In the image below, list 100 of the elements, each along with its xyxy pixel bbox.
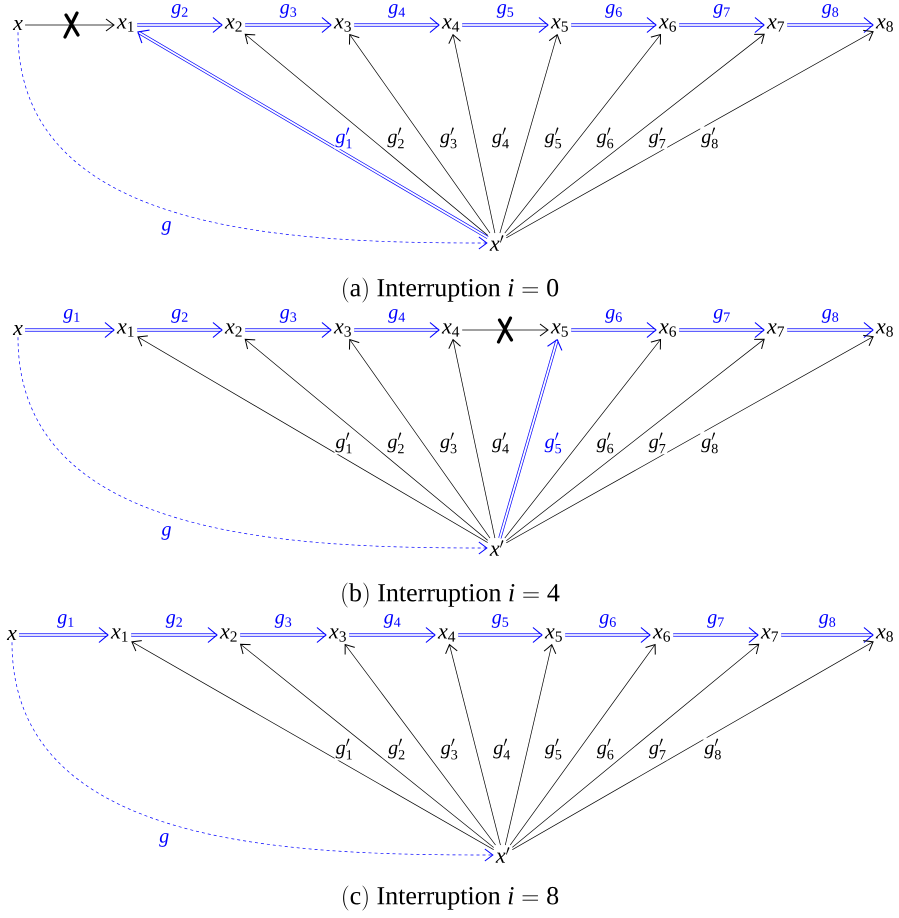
arrow <box>506 34 765 236</box>
vertex-label: $x_6$ <box>658 18 676 32</box>
caption: $(\mathrm{a})\ \mathrm{Interruption}\ i = 0$ <box>343 278 558 302</box>
vertex-label: $x_2$ <box>224 323 242 337</box>
edge-label: $g'_5$ <box>544 126 564 150</box>
edge-label: $g'_1$ <box>334 126 354 150</box>
arrow <box>448 34 496 234</box>
arrow <box>245 17 332 33</box>
edge-label: $g_1$ <box>62 308 82 324</box>
arrow <box>244 34 488 236</box>
edge-label: $g_7$ <box>712 3 732 19</box>
vertex-label: $x_6$ <box>658 323 676 337</box>
edge-label: $g'_1$ <box>334 738 354 760</box>
edge-label: $g'_4$ <box>492 738 512 760</box>
edge-label: $g'_3$ <box>439 126 459 150</box>
edge-label: $g_4$ <box>387 3 407 19</box>
arrow <box>24 18 115 32</box>
arrow <box>348 338 490 538</box>
edge-label: $g_3$ <box>278 3 298 19</box>
edge-label: $g'_8$ <box>700 126 720 150</box>
arrow <box>506 334 874 544</box>
vertex-label: $x'$ <box>496 847 510 863</box>
arrow <box>506 30 874 238</box>
edge-label: $g_7$ <box>712 308 732 324</box>
edge-label: $g_7$ <box>706 613 726 629</box>
vertex-label: $x'$ <box>490 540 504 556</box>
vertex-label: $x_4$ <box>438 628 456 642</box>
arrow <box>137 30 488 239</box>
edge-label: $g'_8$ <box>703 738 723 760</box>
vertex-label: $x_1$ <box>110 628 128 642</box>
arrow <box>679 322 765 338</box>
vertex-label: $x_2$ <box>224 18 242 32</box>
arrow <box>781 627 874 643</box>
edge-label: $g'_7$ <box>648 126 668 150</box>
arrow <box>462 324 549 336</box>
arrow <box>498 338 562 538</box>
vertex-label: $x$ <box>12 20 23 30</box>
arrow <box>504 644 556 846</box>
arrow <box>510 644 656 846</box>
arrow <box>245 322 332 338</box>
arrow <box>458 627 543 643</box>
arrow <box>673 627 759 643</box>
arrow <box>137 335 488 543</box>
arrow <box>787 17 874 33</box>
vertex-label: $x$ <box>6 630 17 640</box>
arrow <box>504 34 662 234</box>
edge-label: $g'_7$ <box>648 432 668 454</box>
edge-label: $g_6$ <box>604 308 624 324</box>
arrow <box>348 34 490 234</box>
edge-label: $g'_5$ <box>544 738 564 760</box>
arrow <box>445 644 501 846</box>
arrow <box>19 627 109 643</box>
arrow <box>512 640 874 850</box>
arrow <box>571 17 657 33</box>
vertex-label: $x_8$ <box>876 628 893 642</box>
edge-label: $g$ <box>160 525 172 541</box>
edge-label: $g_5$ <box>490 613 510 629</box>
vertex-label: $x_3$ <box>334 18 351 32</box>
vertex-label: $x_7$ <box>766 18 784 32</box>
edge-label: $g_4$ <box>387 308 407 324</box>
arrow <box>344 644 496 846</box>
edge-label: $g_1$ <box>56 613 76 629</box>
caption: $(\mathrm{b})\ \mathrm{Interruption}\ i = 4$ <box>342 582 560 608</box>
edge-label: $g_3$ <box>274 613 294 629</box>
vertex-label: $x_5$ <box>550 323 568 337</box>
arrow <box>25 322 115 338</box>
arrow <box>137 322 223 338</box>
edge-label: $g'_6$ <box>596 738 616 760</box>
arrow <box>500 34 562 234</box>
arrow <box>787 322 874 338</box>
vertex-label: $x_8$ <box>876 323 893 337</box>
edge-label: $g'_7$ <box>648 738 668 760</box>
edge-label: $g'_2$ <box>386 126 406 150</box>
edge-label: $g_2$ <box>170 308 190 324</box>
arrow <box>18 336 488 554</box>
edge-label: $g'_2$ <box>386 432 406 454</box>
arrow <box>571 322 657 338</box>
vertex-label: $x_1$ <box>116 323 134 337</box>
arrow <box>565 627 651 643</box>
edge-label: $g'_4$ <box>491 432 511 454</box>
edge-label: $g'_3$ <box>440 738 460 760</box>
edge-label: $g'_1$ <box>334 432 354 454</box>
edge-label: $g_4$ <box>382 613 402 629</box>
arrow <box>244 338 488 541</box>
vertex-label: $x$ <box>12 324 23 336</box>
edge-label: $g_2$ <box>164 613 184 629</box>
vertex-label: $x_1$ <box>116 18 134 32</box>
arrow <box>512 644 760 848</box>
vertex-label: $x_4$ <box>442 323 460 337</box>
edge-label: $g'_5$ <box>544 432 564 454</box>
arrow <box>354 322 440 338</box>
edge-label: $g_8$ <box>818 613 838 629</box>
edge-label: $g_8$ <box>820 308 840 324</box>
arrow <box>137 17 223 33</box>
edge-label: $g'_8$ <box>700 432 720 454</box>
arrow <box>462 17 549 33</box>
vertex-label: $x_4$ <box>442 18 460 32</box>
edge-label: $g_6$ <box>604 3 624 19</box>
edge-label: $g'_4$ <box>491 126 511 150</box>
arrow <box>18 32 488 250</box>
